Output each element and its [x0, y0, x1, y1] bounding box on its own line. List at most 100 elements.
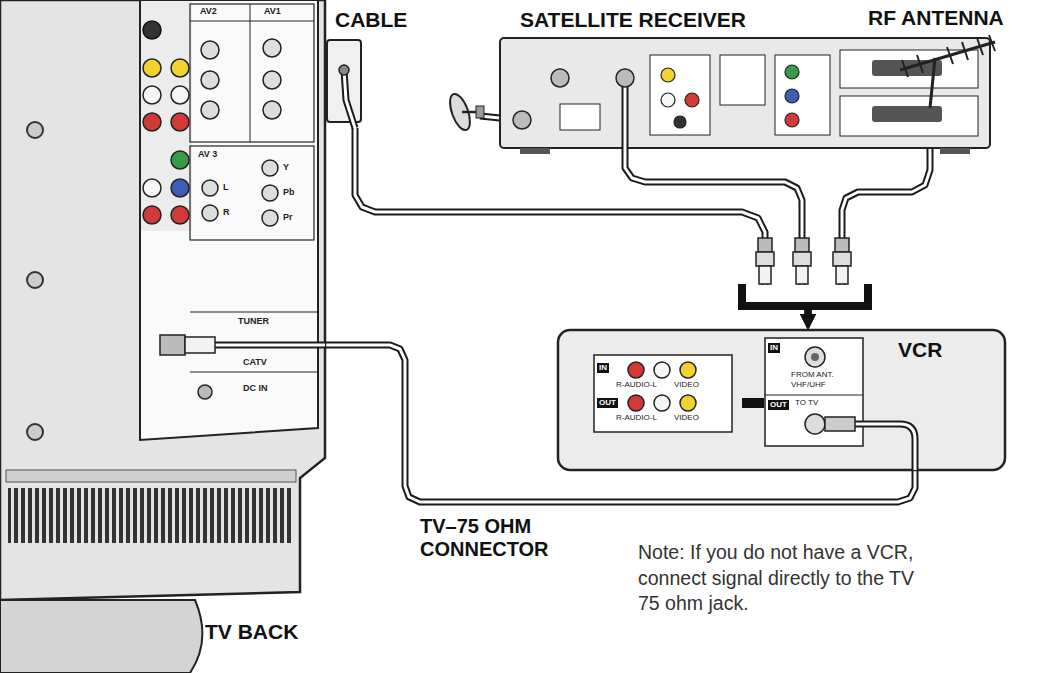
splitter-bracket-part	[835, 238, 849, 252]
port-label: VIDEO	[674, 414, 699, 422]
vcr-body-part	[680, 362, 696, 378]
tv-body-part	[8, 488, 293, 543]
tv-body-part	[6, 470, 296, 482]
arrowhead	[800, 314, 816, 330]
tv-jacks-part	[263, 39, 281, 57]
port-label: AV2	[200, 7, 217, 16]
satellite-receiver-body-part	[622, 80, 629, 155]
satellite-receiver-body-part	[551, 69, 569, 87]
tv-jacks-part	[190, 311, 318, 312]
tv-jacks-part	[202, 205, 218, 221]
tv-jacks-part	[171, 86, 189, 104]
splitter-bracket-part	[759, 266, 771, 284]
device-heading: TV BACK	[205, 620, 298, 643]
vcr-body-part	[765, 395, 863, 396]
tv-jacks-part	[201, 101, 219, 119]
satellite-receiver-body-part	[661, 93, 675, 107]
note-text: Note: If you do not have a VCR, connect …	[638, 540, 923, 617]
tv-jacks-part	[250, 4, 251, 142]
tv-body-part	[27, 424, 43, 440]
satellite-receiver-body-part	[785, 65, 799, 79]
satellite-receiver-body-part	[685, 93, 699, 107]
port-label: CATV	[243, 358, 267, 367]
callout-label: TV–75 OHM CONNECTOR	[420, 515, 570, 561]
device-area: RF ANTENNA	[868, 5, 1028, 110]
tv-antenna-jack	[160, 335, 325, 355]
vcr-body-part	[742, 398, 764, 408]
rf-antenna-part	[917, 55, 923, 73]
satellite-receiver-body-part	[616, 69, 634, 87]
arrowhead	[800, 314, 816, 330]
tv-jacks	[143, 4, 318, 399]
splitter-bracket	[742, 238, 868, 316]
port-tag: OUT	[768, 400, 789, 410]
tv-antenna-jack-part	[160, 335, 185, 355]
splitter-bracket-part	[746, 285, 864, 302]
port-tag: IN	[597, 363, 609, 373]
tv-antenna-jack-part	[185, 337, 215, 353]
port-label: VIDEO	[674, 381, 699, 389]
splitter-bracket-part	[796, 266, 808, 284]
rf-antenna-part	[902, 60, 908, 77]
vcr-body-part	[805, 414, 825, 434]
port-label: TO TV	[795, 399, 818, 407]
vcr-body-part	[628, 395, 644, 411]
cable-wall-plate-part	[339, 65, 349, 75]
satellite-receiver-body-part	[775, 55, 830, 135]
tv-jacks-part	[171, 206, 189, 224]
satellite-dish-part	[476, 106, 484, 118]
tv-body-part	[27, 272, 43, 288]
splitter-bracket-part	[795, 238, 809, 252]
port-label: Pb	[283, 188, 295, 197]
tv-jacks-part	[201, 71, 219, 89]
tv-antenna-jack-part	[215, 344, 325, 347]
tv-jacks-part	[262, 210, 278, 226]
port-label: FROM ANT.	[791, 371, 834, 379]
satellite-receiver-body	[500, 38, 990, 155]
tv-jacks-part	[143, 21, 161, 39]
satellite-receiver-body-part	[513, 111, 531, 129]
tv-jacks-part	[190, 4, 314, 142]
rf-antenna-part	[989, 35, 995, 51]
satellite-receiver-body-part	[720, 55, 765, 105]
port-label: R-AUDIO-L	[616, 381, 657, 389]
vcr-body-part	[825, 417, 855, 431]
vcr-body-part	[628, 362, 644, 378]
tv-jacks-part	[201, 41, 219, 59]
port-label: TUNER	[238, 317, 269, 326]
tv-body-part	[0, 0, 325, 600]
splitter-bracket-part	[742, 284, 868, 306]
tv-jacks-part	[262, 185, 278, 201]
satellite-receiver-body-part	[840, 96, 978, 136]
satellite-receiver-body-part	[650, 55, 710, 135]
port-label: R-AUDIO-L	[616, 414, 657, 422]
port-label: Pr	[283, 213, 293, 222]
tv-jacks-part	[202, 180, 218, 196]
vcr-body-part	[680, 395, 696, 411]
splitter-bracket-part	[805, 304, 811, 316]
splitter-bracket-part	[756, 252, 774, 266]
arrowhead	[800, 314, 816, 330]
rf-antenna-part	[977, 38, 983, 55]
device-area: CABLE	[322, 5, 413, 128]
satellite-receiver-body-part	[872, 106, 942, 122]
tv-jacks-part	[190, 146, 314, 240]
satellite-receiver-body-part	[674, 116, 686, 128]
tv-jacks-part	[171, 179, 189, 197]
cable-wall-plate-part	[344, 70, 355, 128]
cable-wall-plate-part	[344, 70, 355, 128]
port-label: DC IN	[243, 384, 268, 393]
rf-antenna-part	[962, 42, 968, 60]
vcr-body-part	[855, 424, 915, 470]
device-heading: RF ANTENNA	[868, 6, 1004, 29]
tv-jacks-part	[143, 86, 161, 104]
satellite-receiver-body-part	[840, 50, 978, 88]
vcr-body-part	[811, 353, 819, 361]
splitter-bracket-part	[833, 252, 851, 266]
port-label: L	[223, 183, 229, 192]
satellite-receiver-body-part	[520, 148, 550, 154]
tv-jacks-part	[143, 113, 161, 131]
port-label: AV1	[264, 7, 281, 16]
tv-jacks-part	[171, 59, 189, 77]
